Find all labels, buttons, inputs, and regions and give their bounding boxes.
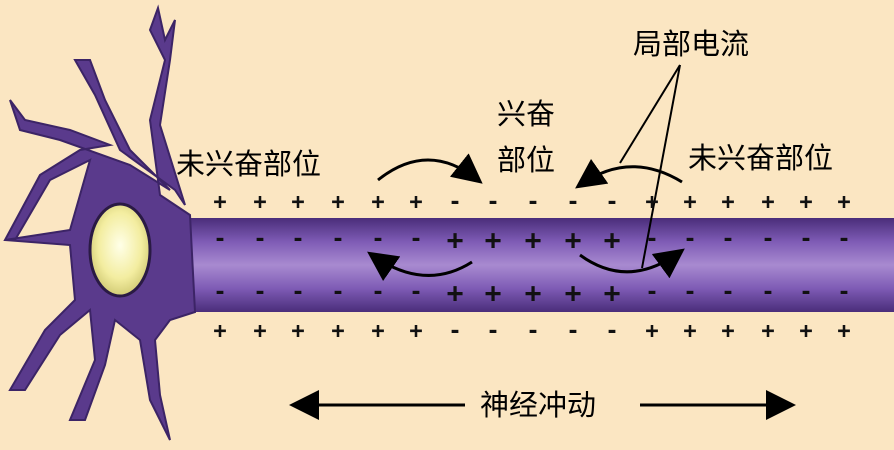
- outer-top-charge: +: [837, 190, 851, 215]
- outer-bottom-charge: +: [645, 319, 659, 344]
- outer-top-charge: -: [486, 190, 500, 215]
- outer-bottom-charge: +: [721, 319, 735, 344]
- outer-bottom-charge: -: [566, 319, 580, 344]
- pointer-line-1: [619, 64, 681, 164]
- inner-bottom-charge: -: [721, 280, 735, 305]
- outer-bottom-charge: -: [448, 319, 462, 344]
- outer-top-charge: -: [605, 190, 619, 215]
- unexcited-right-label: 未兴奋部位: [688, 141, 834, 175]
- inner-bottom-charge: -: [837, 280, 851, 305]
- right-inner-curve-arrow: [579, 248, 685, 279]
- inner-top-charge: -: [213, 227, 227, 252]
- outer-top-charge: -: [526, 190, 540, 215]
- inner-top-charge: +: [564, 223, 582, 256]
- outer-top-charge: +: [371, 190, 385, 215]
- inner-top-charge: -: [799, 227, 813, 252]
- nerve-impulse-label: 神经冲动: [480, 388, 597, 422]
- outer-bottom-charge: +: [837, 319, 851, 344]
- inner-bottom-charge: -: [645, 280, 659, 305]
- outer-top-charge: +: [645, 190, 659, 215]
- left-top-curve-arrow: [377, 153, 483, 184]
- inner-top-charge: -: [253, 227, 267, 252]
- outer-bottom-charge: +: [331, 319, 345, 344]
- inner-top-charge: -: [645, 227, 659, 252]
- outer-top-charge: +: [721, 190, 735, 215]
- excited-label-line1: 兴奋: [497, 97, 556, 131]
- inner-bottom-charge: -: [409, 280, 423, 305]
- outer-bottom-charge: +: [683, 319, 697, 344]
- outer-bottom-charge: +: [371, 319, 385, 344]
- unexcited-left-label: 未兴奋部位: [176, 147, 322, 181]
- inner-top-charge: -: [761, 227, 775, 252]
- inner-top-charge: -: [683, 227, 697, 252]
- inner-bottom-charge: -: [761, 280, 775, 305]
- outer-top-charge: +: [683, 190, 697, 215]
- outer-bottom-charge: +: [213, 319, 227, 344]
- left-inner-curve-arrow: [367, 251, 473, 282]
- inner-bottom-charge: +: [446, 276, 464, 309]
- outer-top-charge: +: [213, 190, 227, 215]
- inner-top-charge: -: [721, 227, 735, 252]
- inner-bottom-charge: +: [564, 276, 582, 309]
- inner-top-charge: -: [837, 227, 851, 252]
- outer-top-charge: -: [448, 190, 462, 215]
- outer-bottom-charge: +: [799, 319, 813, 344]
- inner-bottom-charge: -: [331, 280, 345, 305]
- local-current-label: 局部电流: [633, 27, 750, 61]
- inner-bottom-charge: -: [253, 280, 267, 305]
- inner-top-charge: -: [291, 227, 305, 252]
- outer-bottom-charge: +: [291, 319, 305, 344]
- outer-bottom-charge: -: [526, 319, 540, 344]
- excited-label-line2: 部位: [497, 143, 556, 177]
- inner-bottom-charge: -: [291, 280, 305, 305]
- outer-top-charge: +: [291, 190, 305, 215]
- outer-top-charge: +: [799, 190, 813, 215]
- axon: [160, 218, 894, 312]
- inner-top-charge: +: [446, 223, 464, 256]
- inner-bottom-charge: +: [603, 276, 621, 309]
- right-top-curve-arrow: [575, 158, 683, 189]
- outer-bottom-charge: +: [409, 319, 423, 344]
- inner-bottom-charge: +: [484, 276, 502, 309]
- inner-bottom-charge: -: [799, 280, 813, 305]
- outer-bottom-charge: +: [253, 319, 267, 344]
- inner-bottom-charge: +: [524, 276, 542, 309]
- inner-top-charge: +: [603, 223, 621, 256]
- outer-top-charge: +: [331, 190, 345, 215]
- outer-top-charge: +: [253, 190, 267, 215]
- inner-top-charge: +: [484, 223, 502, 256]
- outer-bottom-charge: -: [486, 319, 500, 344]
- inner-top-charge: -: [331, 227, 345, 252]
- inner-top-charge: +: [524, 223, 542, 256]
- inner-bottom-charge: -: [213, 280, 227, 305]
- inner-bottom-charge: -: [371, 280, 385, 305]
- outer-top-charge: +: [409, 190, 423, 215]
- inner-top-charge: -: [371, 227, 385, 252]
- inner-top-charge: -: [409, 227, 423, 252]
- outer-top-charge: +: [761, 190, 775, 215]
- pointer-line-2: [641, 64, 681, 269]
- outer-bottom-charge: +: [761, 319, 775, 344]
- outer-top-charge: -: [566, 190, 580, 215]
- outer-bottom-charge: -: [605, 319, 619, 344]
- inner-bottom-charge: -: [683, 280, 697, 305]
- nucleus: [88, 202, 152, 298]
